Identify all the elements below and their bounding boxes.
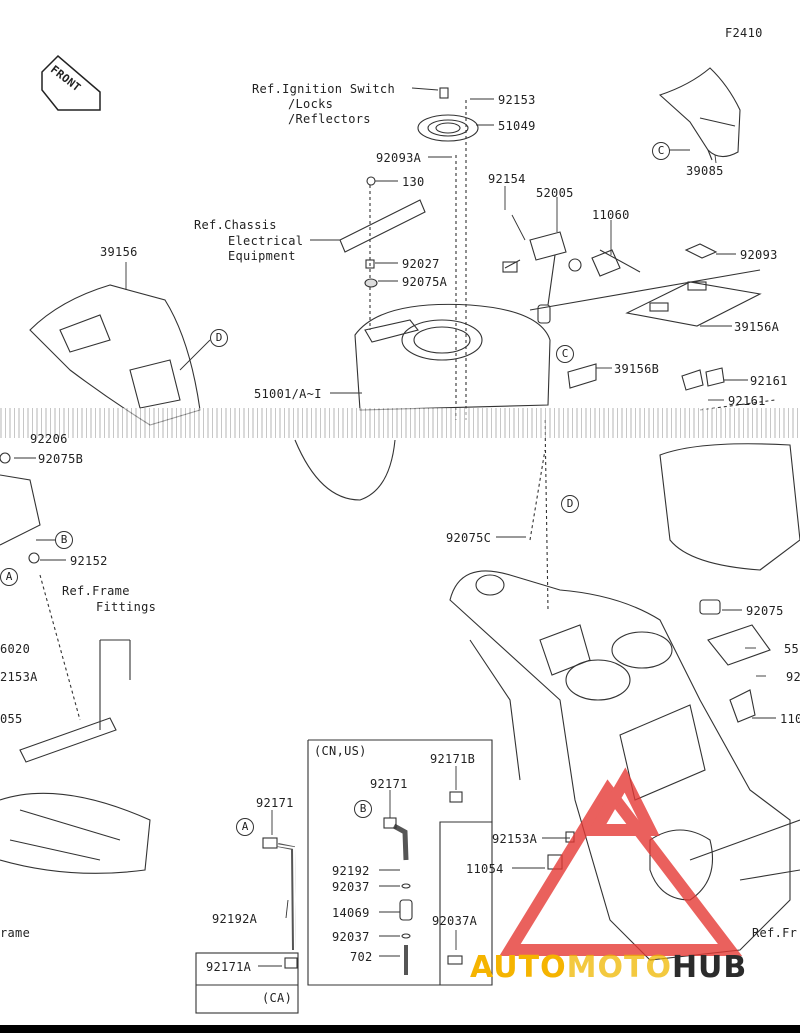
part-702: 702: [350, 950, 373, 964]
part-130: 130: [402, 175, 425, 189]
part-92153A: 92153A: [492, 832, 538, 846]
callout-c-mid: C: [556, 345, 574, 363]
part-51049: 51049: [498, 119, 536, 133]
part-92192: 92192: [332, 864, 370, 878]
part-92161-a: 92161: [750, 374, 788, 388]
part-92154: 92154: [488, 172, 526, 186]
front-arrow-icon: [41, 54, 101, 111]
part-92171A: 92171A: [206, 960, 252, 974]
watermark-moto: MOTO: [566, 950, 672, 985]
callout-a-hose: A: [236, 818, 254, 836]
part-92037A: 92037A: [432, 914, 478, 928]
callout-d-left: D: [210, 329, 228, 347]
part-11054: 11054: [466, 862, 504, 876]
part-92037-b: 92037: [332, 930, 370, 944]
callout-b-left: B: [55, 531, 73, 549]
ref-ignition-label: Ref.Ignition Switch: [252, 82, 395, 96]
ref-frame-label-2: Fittings: [96, 600, 157, 614]
part-92027: 92027: [402, 257, 440, 271]
ref-chassis-label: Ref.Chassis: [194, 218, 277, 232]
part-2153A: 2153A: [0, 670, 38, 684]
cover-plate-drawing: [567, 243, 762, 389]
part-92152: 92152: [70, 554, 108, 568]
part-110r: 110: [780, 712, 800, 726]
watermark-logo: AUTOMOTOHUB: [470, 950, 747, 985]
part-39156: 39156: [100, 245, 138, 259]
callout-b-hose: B: [354, 800, 372, 818]
callout-c-top: C: [652, 142, 670, 160]
cn-us-group-frame: [195, 739, 493, 1014]
ref-frame-label: Ref.Frame: [62, 584, 130, 598]
part-92075: 92075: [746, 604, 784, 618]
watermark-auto: AUTO: [470, 950, 567, 985]
part-92161-b: 92161: [728, 394, 766, 408]
bottom-border: [0, 1025, 800, 1033]
callout-d-mid: D: [561, 495, 579, 513]
part-92192A: 92192A: [212, 912, 258, 926]
part-14069: 14069: [332, 906, 370, 920]
part-55: 55: [784, 642, 800, 656]
cn-us-label: (CN,US): [314, 744, 367, 758]
part-92075A: 92075A: [402, 275, 448, 289]
part-92037-a: 92037: [332, 880, 370, 894]
part-39156A: 39156A: [734, 320, 780, 334]
main-frame-drawing: [449, 570, 800, 961]
seat-cowl-drawing: [658, 67, 741, 161]
figure-code: F2410: [725, 26, 763, 40]
part-92093A: 92093A: [376, 151, 422, 165]
part-92075B: 92075B: [38, 452, 84, 466]
part-51001: 51001/A~I: [254, 387, 322, 401]
part-52005: 52005: [536, 186, 574, 200]
part-39156B: 39156B: [614, 362, 660, 376]
part-92r: 92: [786, 670, 800, 684]
part-92171-inner: 92171: [370, 777, 408, 791]
side-cover-drawing: [29, 284, 201, 426]
fuel-cap-drawing: [417, 87, 479, 420]
scan-noise-band: [0, 408, 800, 438]
ref-chassis-label-2: Electrical: [228, 234, 304, 248]
ref-ignition-label-3: /Reflectors: [288, 112, 371, 126]
left-bracket-drawing: [0, 452, 151, 874]
fuel-tank-drawing: [294, 269, 761, 501]
part-92171B: 92171B: [430, 752, 476, 766]
part-92075C: 92075C: [446, 531, 492, 545]
part-11060: 11060: [592, 208, 630, 222]
part-92171-outer: 92171: [256, 796, 294, 810]
part-6020: 6020: [0, 642, 31, 656]
part-055: 055: [0, 712, 23, 726]
watermark-hub: HUB: [671, 950, 748, 985]
ca-label: (CA): [262, 991, 293, 1005]
ref-frame-right-label: Ref.Fr: [752, 926, 798, 940]
frame-left-label: rame: [0, 926, 31, 940]
part-92153: 92153: [498, 93, 536, 107]
ref-chassis-label-3: Equipment: [228, 249, 296, 263]
part-92206: 92206: [30, 432, 68, 446]
watermark-triangle-icon: [499, 767, 743, 956]
fuel-pump-drawing: [502, 231, 641, 324]
ref-ignition-label-2: /Locks: [288, 97, 334, 111]
callout-a-left: A: [0, 568, 18, 586]
rear-seat-area-drawing: [659, 367, 800, 723]
leader-dash-lines: [529, 419, 549, 611]
part-92093: 92093: [740, 248, 778, 262]
part-39085: 39085: [686, 164, 724, 178]
